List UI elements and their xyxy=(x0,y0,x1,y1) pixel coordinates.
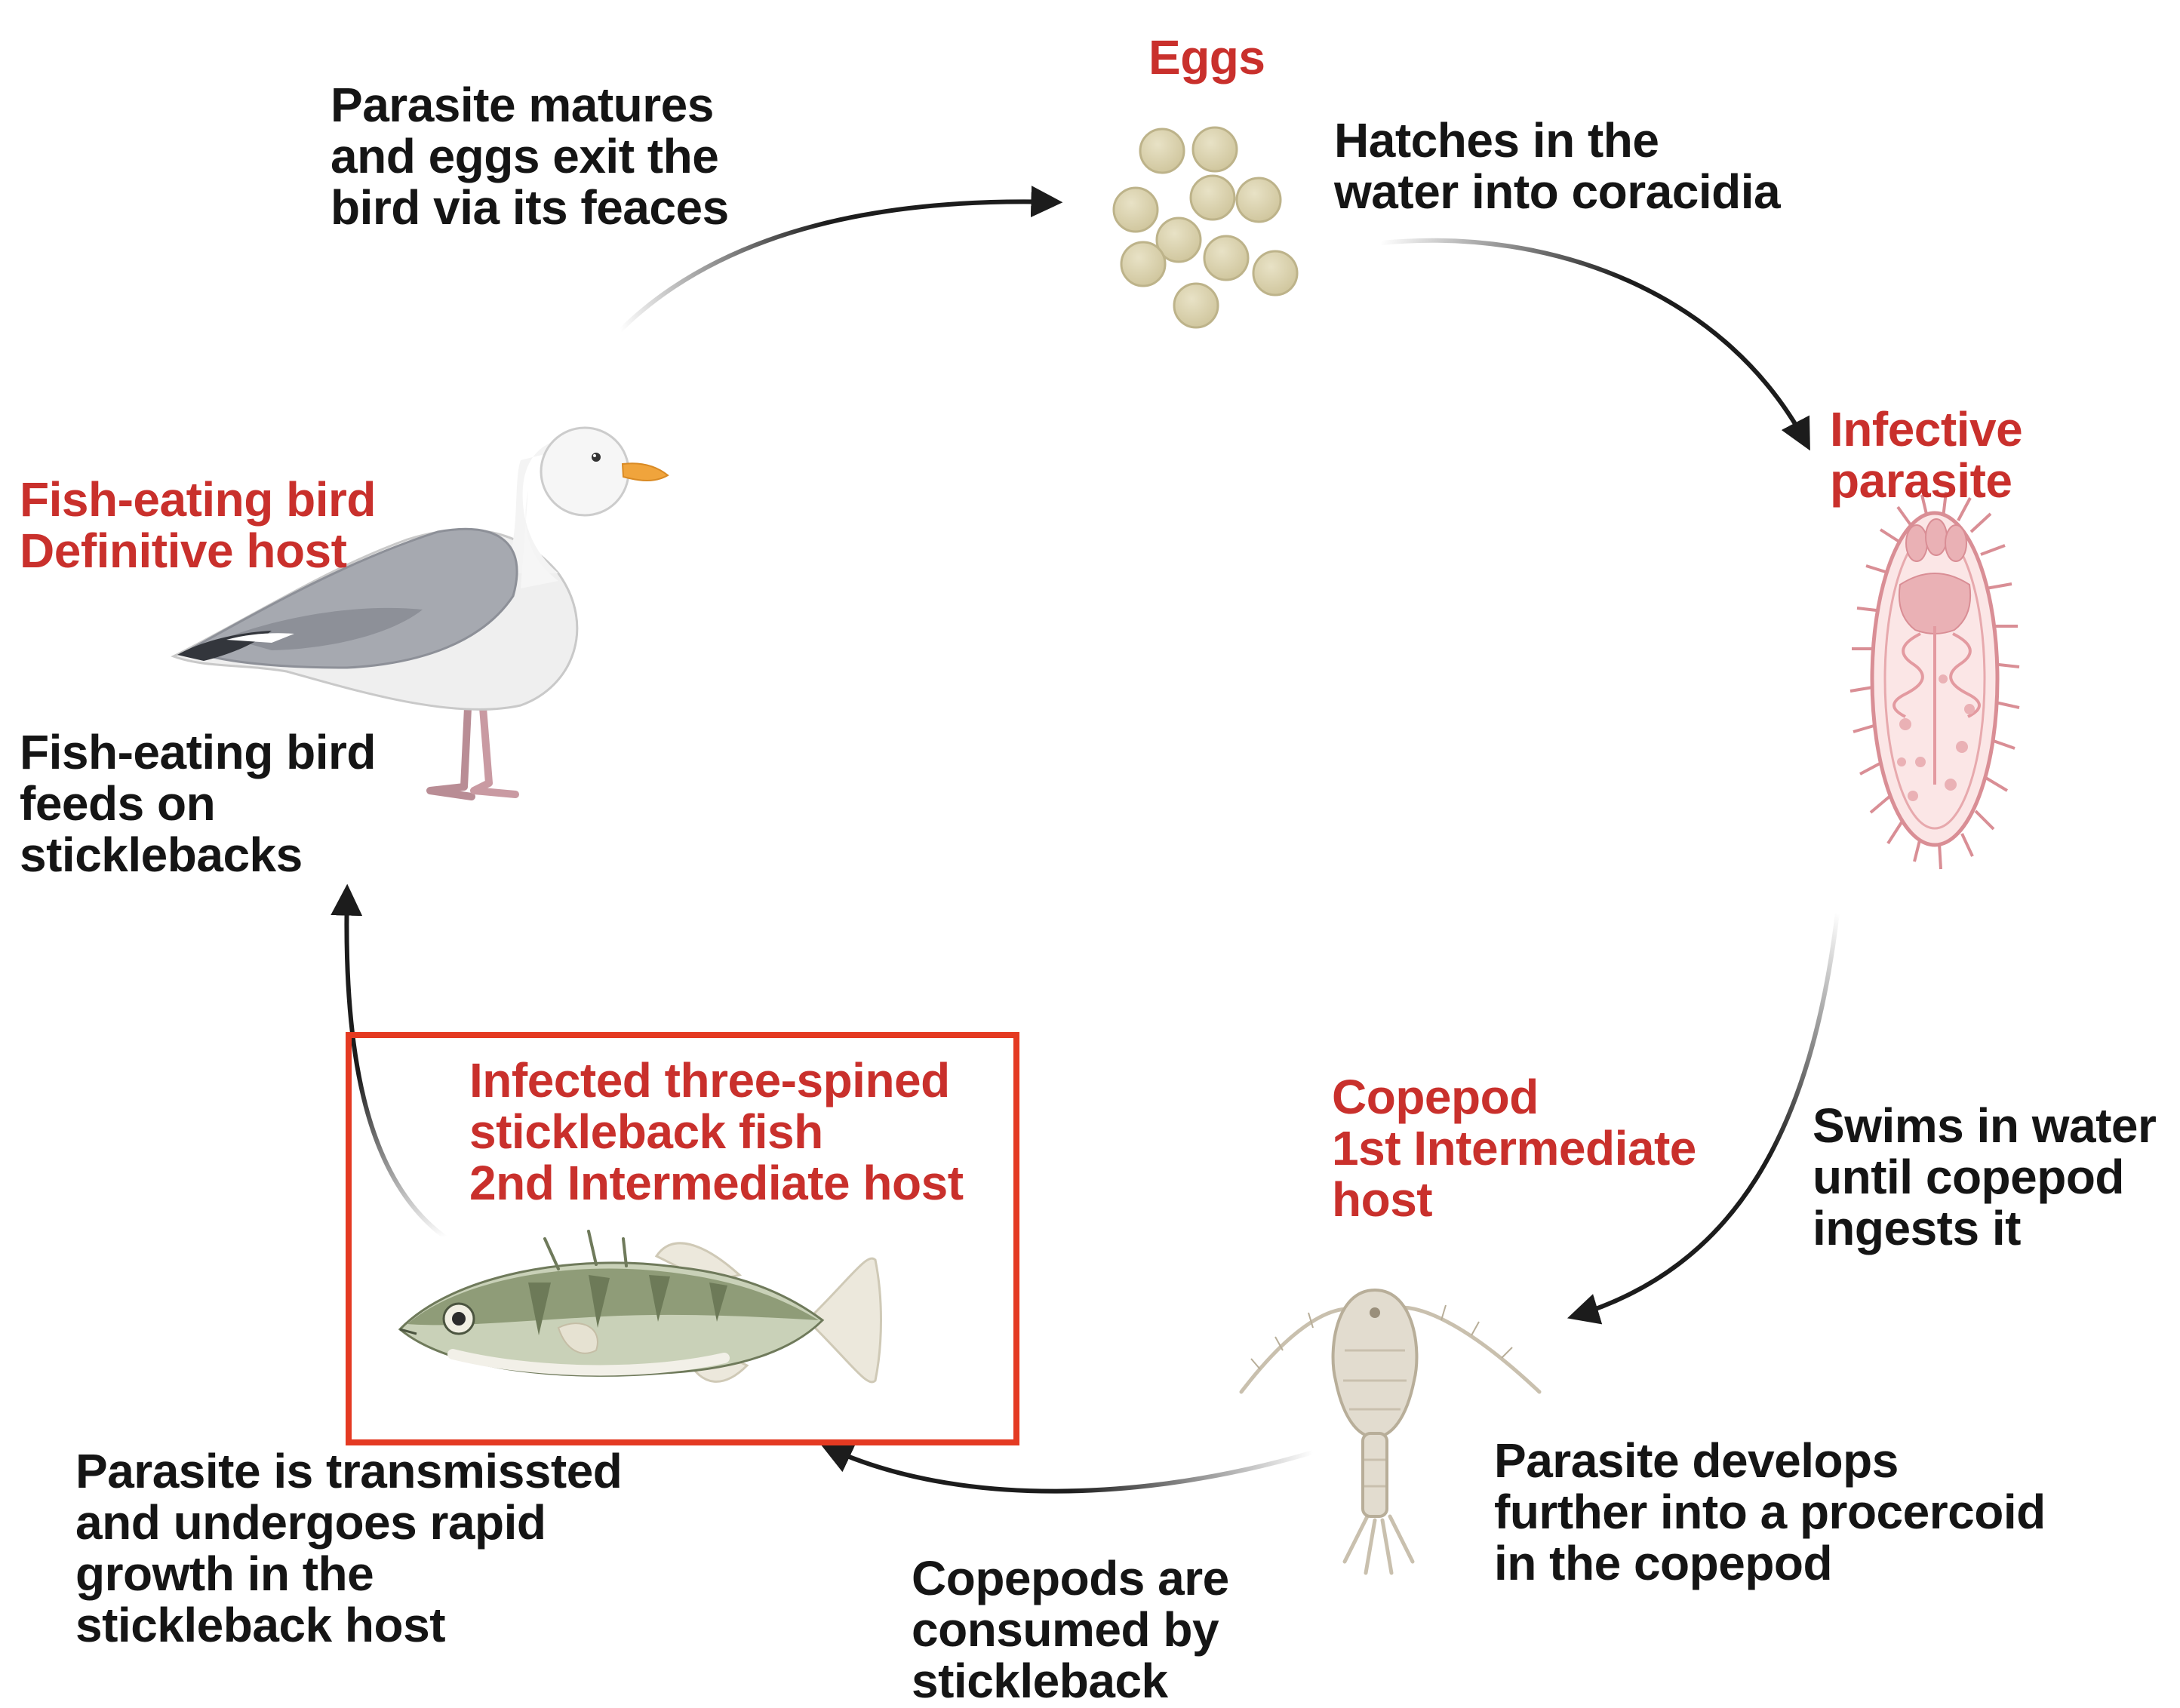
arrow-fish-to-bird xyxy=(346,890,445,1237)
desc-swims: Swims in water until copepod ingests it xyxy=(1813,1100,2156,1254)
stage-label-bird: Fish-eating bird Definitive host xyxy=(20,474,376,576)
stage-label-infective-parasite: Infective parasite xyxy=(1830,404,2022,506)
infective-parasite-icon xyxy=(1850,492,2019,869)
stage-label-copepod: Copepod 1st Intermediate host xyxy=(1332,1071,1696,1225)
desc-procercoid: Parasite develops further into a procerc… xyxy=(1494,1435,2046,1589)
stage-label-stickleback: Infected three-spined stickleback fish 2… xyxy=(469,1055,964,1209)
desc-hatch: Hatches in the water into coracidia xyxy=(1334,115,1780,217)
desc-consumed: Copepods are consumed by stickleback xyxy=(912,1553,1229,1706)
stage-label-eggs: Eggs xyxy=(1148,32,1265,83)
desc-eggs-exit: Parasite matures and eggs exit the bird … xyxy=(331,79,729,233)
stickleback-fish-icon xyxy=(400,1231,881,1382)
desc-bird-feeds: Fish-eating bird feeds on sticklebacks xyxy=(20,727,376,880)
arrow-eggs-to-parasite xyxy=(1381,241,1807,445)
eggs-icon xyxy=(1114,127,1297,327)
desc-transmitted: Parasite is transmissted and undergoes r… xyxy=(75,1445,622,1651)
arrow-copepod-to-fish xyxy=(826,1447,1313,1491)
